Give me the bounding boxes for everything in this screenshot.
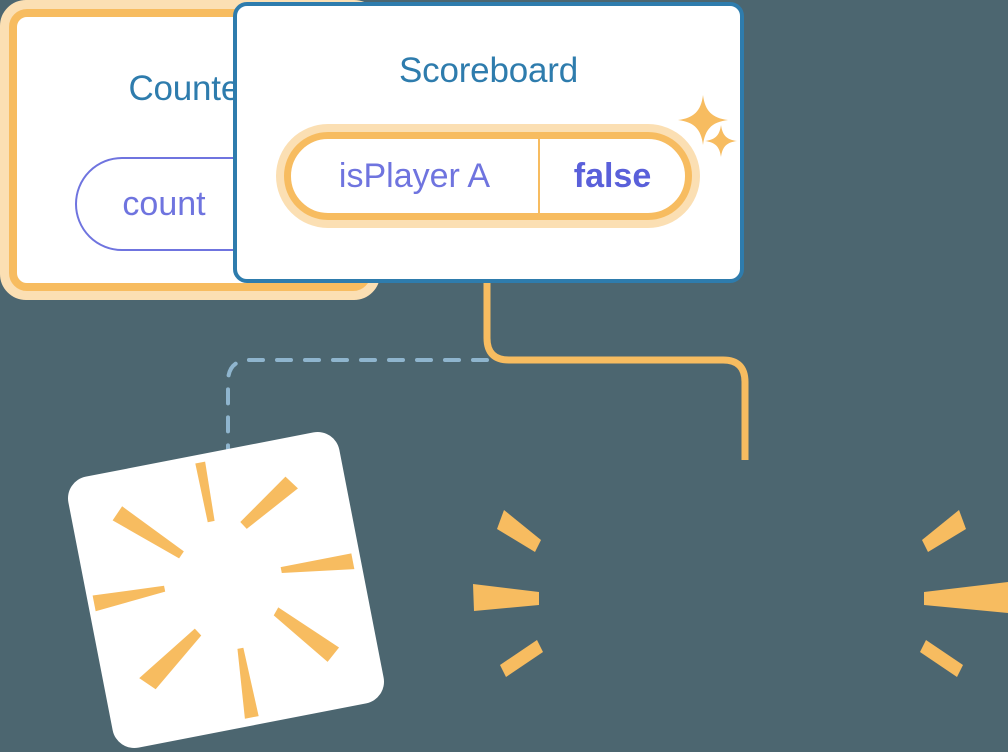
burst-ray-right-top xyxy=(922,510,966,552)
burst-ray-right-mid xyxy=(924,582,1008,613)
burst-ray-left-bot xyxy=(500,640,543,677)
placeholder-burst-rays xyxy=(92,461,355,719)
counter-pill-key: count xyxy=(122,184,206,223)
burst-ray-left-top xyxy=(497,510,541,552)
burst-ray-nw xyxy=(112,506,184,559)
burst-ray-left-mid xyxy=(473,584,539,611)
burst-ray-n xyxy=(195,461,215,523)
connector-scoreboard-to-placeholder xyxy=(226,358,489,474)
connector-scoreboard-to-counter xyxy=(483,281,749,460)
counter-burst-rays xyxy=(455,480,1008,710)
burst-ray-right-bot xyxy=(920,640,963,677)
scoreboard-pill-divider xyxy=(538,139,540,213)
scoreboard-pill-key: isPlayer A xyxy=(338,156,491,195)
burst-ray-s xyxy=(237,647,259,719)
scoreboard-pill-body[interactable]: isPlayer A false xyxy=(284,132,692,220)
scoreboard-pill-value: false xyxy=(573,156,652,195)
scoreboard-title: Scoreboard xyxy=(399,51,578,90)
burst-ray-ne xyxy=(240,476,298,529)
placeholder-card[interactable] xyxy=(64,428,388,752)
burst-ray-e xyxy=(280,553,355,574)
scoreboard-state-pill[interactable]: isPlayer A false xyxy=(276,124,700,228)
scoreboard-card[interactable]: Scoreboard isPlayer A false xyxy=(233,2,744,283)
burst-ray-sw xyxy=(139,628,202,690)
burst-ray-w xyxy=(92,585,166,612)
sparkle-icon xyxy=(678,95,728,145)
counter-title: Counter xyxy=(128,69,252,108)
sparkle-icon xyxy=(705,125,737,157)
burst-ray-se xyxy=(273,607,340,662)
